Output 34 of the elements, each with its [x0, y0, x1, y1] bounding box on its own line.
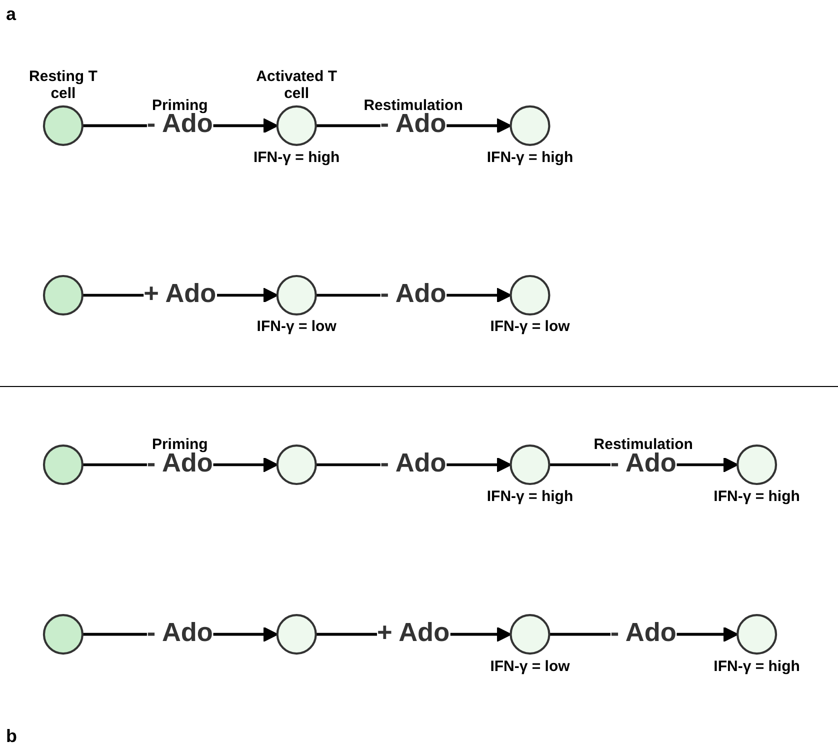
- edge-label: - Ado: [380, 448, 446, 478]
- edge-label: - Ado: [380, 279, 446, 309]
- node-circle: [276, 444, 317, 486]
- node-circle: [510, 444, 550, 486]
- cell-caption: IFN-γ = high: [486, 488, 574, 505]
- panel-letter: a: [6, 4, 16, 25]
- node-circle: [42, 105, 84, 146]
- node-circle: [276, 614, 317, 655]
- cell-caption: IFN-γ = low: [490, 318, 570, 336]
- node-circle: [736, 444, 778, 486]
- cell-caption: IFN-γ = high: [253, 148, 340, 166]
- node-circle: [510, 614, 550, 655]
- edge-label: - Ado: [380, 110, 446, 140]
- node-circle: [276, 105, 317, 146]
- node-circle: [42, 614, 84, 655]
- cell-caption: IFN-γ = high: [486, 148, 574, 166]
- edge-label: + Ado: [144, 279, 216, 309]
- edge-label: - Ado: [610, 448, 676, 478]
- cell-caption: IFN-γ = high: [714, 658, 800, 675]
- edge-label: - Ado: [610, 618, 676, 648]
- cell-caption: Activated T cell: [255, 68, 338, 102]
- node-circle: [736, 614, 778, 655]
- node-circle: [42, 274, 84, 316]
- node-circle: [276, 274, 317, 316]
- node-circle: [42, 444, 84, 486]
- cell-caption: Resting T cell: [28, 68, 98, 102]
- edge-label: - Ado: [146, 618, 213, 648]
- node-circle: [510, 274, 550, 316]
- cell-caption: IFN-γ = low: [256, 318, 336, 336]
- cell-caption: IFN-γ = high: [714, 488, 800, 505]
- edge-label: + Ado: [376, 618, 450, 648]
- cell-caption: IFN-γ = low: [490, 658, 570, 675]
- node-circle: [510, 105, 550, 146]
- panel-letter: b: [6, 726, 17, 747]
